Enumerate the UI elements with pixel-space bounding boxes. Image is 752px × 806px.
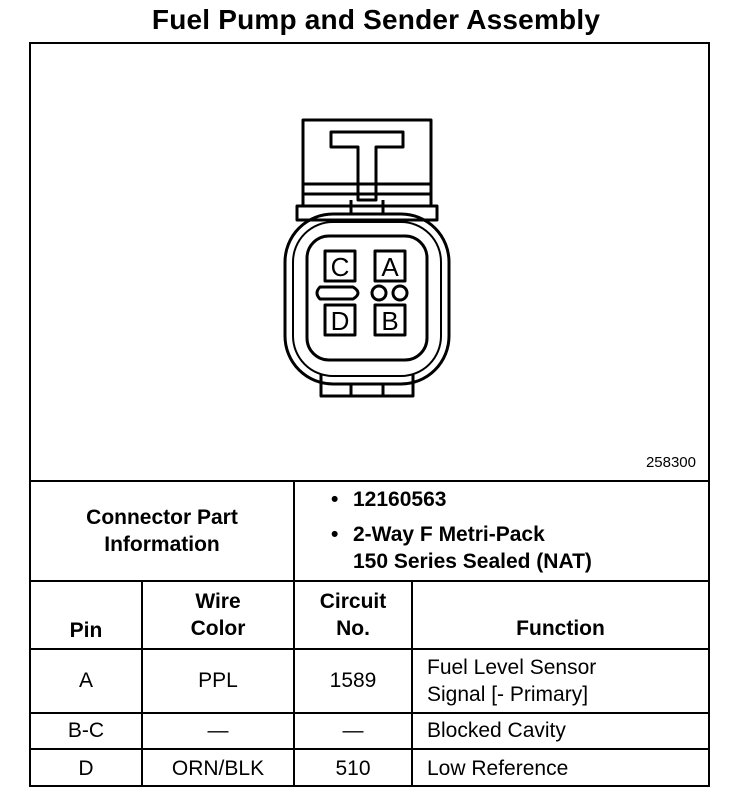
- connector-foot: [319, 374, 415, 398]
- part-desc-item: • 2-Way F Metri-Pack: [331, 521, 592, 548]
- cavity-b: [373, 303, 407, 337]
- connector-face: [305, 234, 429, 362]
- row-a-function: Fuel Level Sensor Signal [- Primary]: [413, 650, 708, 712]
- col-divider-2: [293, 580, 295, 787]
- cavity-d: [323, 303, 357, 337]
- row-bc-pin: B-C: [67, 719, 105, 742]
- row-a-circuit: 1589: [329, 669, 377, 692]
- bullet-icon: •: [331, 523, 339, 546]
- row-a-pin: A: [78, 669, 93, 692]
- row-bc-circuit: —: [342, 719, 364, 742]
- divider-part-info-bottom: [31, 580, 708, 582]
- divider-diagram: [31, 480, 708, 482]
- part-info-list: • 12160563 • 2-Way F Metri-Pack 150 Series…: [331, 486, 592, 575]
- col-divider-1: [141, 580, 143, 787]
- pin-label-b: B: [381, 306, 398, 336]
- part-info-label: Connector Part Information: [31, 482, 293, 580]
- cavity-a: [373, 249, 407, 283]
- header-pin: Pin: [69, 619, 103, 642]
- part-desc-line1: 2-Way F Metri-Pack: [353, 523, 545, 546]
- col-divider-3: [411, 580, 413, 787]
- pin-label-c: C: [331, 252, 350, 282]
- connector-drawing: C A D B: [283, 118, 451, 398]
- pin-label-d: D: [331, 306, 350, 336]
- part-info-label-line2: Information: [104, 533, 220, 556]
- part-info-label-line1: Connector Part: [86, 506, 238, 529]
- figure-id: 258300: [645, 454, 696, 471]
- row-a-function-line1: Fuel Level Sensor: [427, 656, 597, 679]
- row-bc-wire: —: [207, 719, 229, 742]
- divider-part-info: [293, 480, 295, 580]
- connector-info-frame: C A D B 258300 Connector Part Informatio…: [29, 42, 710, 787]
- header-circuit-line1: Circuit: [319, 590, 387, 613]
- row-d-pin: D: [78, 756, 94, 780]
- connector-body-inner: [292, 221, 442, 377]
- connector-diagram: C A D B 258300: [31, 44, 708, 480]
- header-circuit-line2: No.: [336, 617, 370, 640]
- row-d-function: Low Reference: [427, 756, 569, 780]
- header-function: Function: [516, 617, 605, 640]
- part-desc-line2: 150 Series Sealed (NAT): [353, 550, 592, 573]
- header-wire-line1: Wire: [195, 590, 241, 613]
- cavity-c: [323, 249, 357, 283]
- row-a-wire: PPL: [198, 669, 238, 692]
- latch-t: [329, 130, 405, 202]
- page-title: Fuel Pump and Sender Assembly: [151, 4, 601, 35]
- row-bc-function: Blocked Cavity: [427, 719, 566, 742]
- header-wire-color: Wire Color: [143, 582, 293, 648]
- pin-label-a: A: [381, 252, 399, 282]
- bullet-icon: •: [331, 488, 339, 511]
- row-d-wire: ORN/BLK: [171, 756, 265, 780]
- row-d-circuit: 510: [335, 756, 371, 780]
- header-wire-line2: Color: [190, 617, 246, 640]
- connector-body-outer: [283, 212, 451, 386]
- terminal-circle-left: [370, 284, 388, 302]
- divider-header: [31, 648, 708, 650]
- header-circuit-no: Circuit No.: [295, 582, 411, 648]
- row-a-function-line2: Signal [- Primary]: [427, 683, 589, 706]
- divider-row-a: [31, 712, 708, 714]
- part-number-item: • 12160563: [331, 486, 592, 513]
- part-number: 12160563: [353, 488, 447, 511]
- divider-row-bc: [31, 748, 708, 750]
- terminal-circle-right: [391, 284, 409, 302]
